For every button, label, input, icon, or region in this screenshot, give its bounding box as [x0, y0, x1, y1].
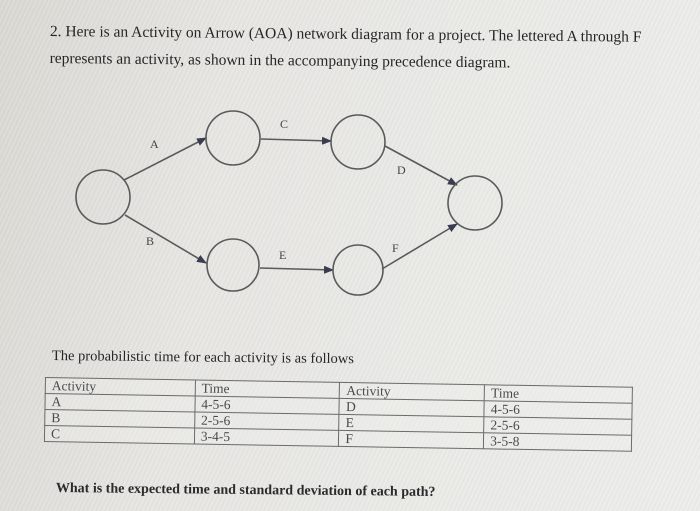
cell-time: 2-5-6: [194, 411, 340, 431]
activity-time-table: Activity Time Activity Time A 4-5-6 D 4-…: [44, 377, 633, 452]
question-prompt: What is the expected time and standard d…: [55, 481, 436, 500]
node-3: [330, 114, 386, 170]
label-activity-a: A: [150, 137, 159, 151]
aoa-network-diagram: A B C D E F: [75, 110, 503, 296]
arrow-activity-d: [384, 145, 458, 186]
arrow-activity-b: [124, 214, 207, 264]
header-time-2: Time: [484, 384, 633, 404]
header-activity-2: Activity: [339, 382, 485, 401]
arrow-activity-c: [260, 136, 332, 145]
cell-activity: F: [338, 430, 484, 449]
node-start: [75, 169, 131, 225]
cell-time: 4-5-6: [194, 395, 340, 415]
header-time-1: Time: [194, 379, 340, 399]
cell-time: 3-4-5: [194, 427, 340, 447]
node-4: [206, 238, 260, 292]
header-activity-1: Activity: [45, 377, 196, 396]
table-lead-text: The probabilistic time for each activity…: [51, 348, 354, 368]
arrow-activity-f: [381, 223, 458, 270]
node-5: [332, 244, 384, 296]
label-activity-d: D: [397, 163, 406, 177]
cell-activity: C: [44, 425, 195, 444]
node-end: [447, 175, 503, 231]
label-activity-b: B: [146, 234, 154, 248]
cell-time: 2-5-6: [483, 416, 632, 436]
label-activity-f: F: [392, 241, 399, 255]
node-2: [205, 110, 261, 166]
label-activity-e: E: [279, 248, 286, 262]
cell-time: 4-5-6: [484, 400, 633, 420]
arrow-activity-a: [123, 137, 207, 181]
arrow-activity-e: [259, 265, 334, 274]
cell-time: 3-5-8: [483, 432, 632, 452]
label-activity-c: C: [280, 117, 288, 131]
